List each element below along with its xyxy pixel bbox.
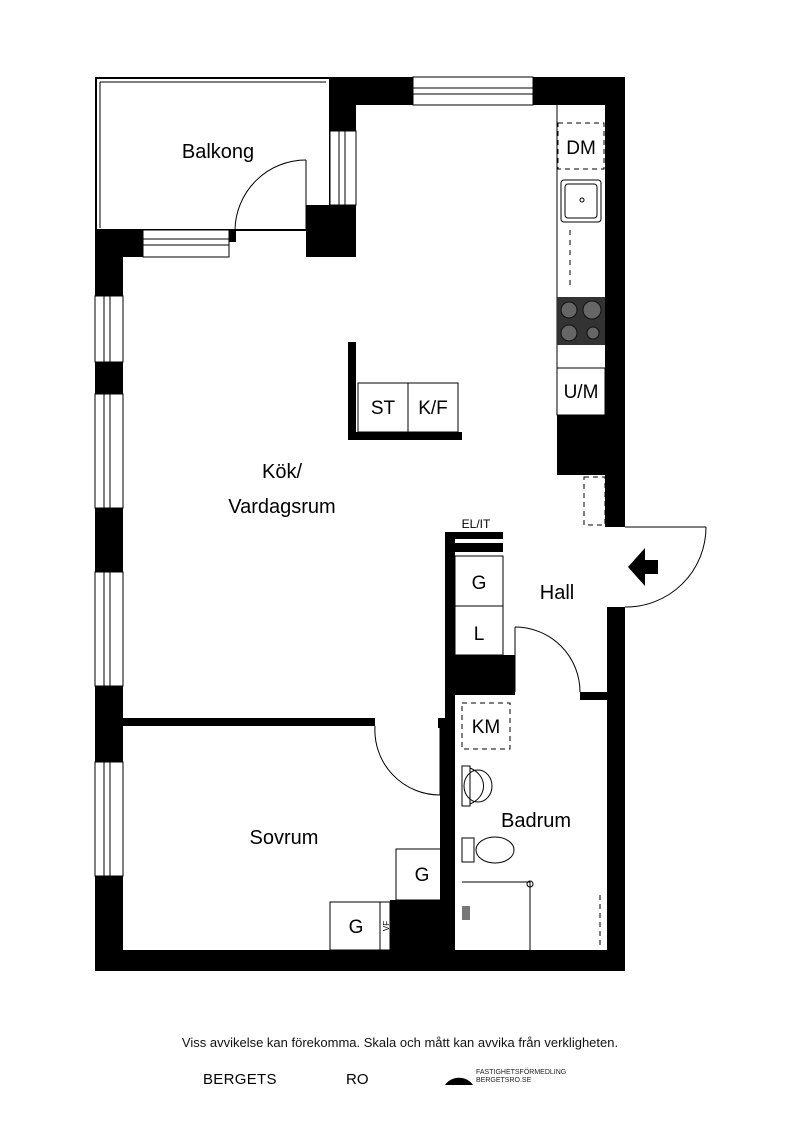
sink-icon — [461, 765, 493, 807]
fixture-kf: K/F — [418, 398, 448, 419]
toilet-icon — [461, 836, 515, 864]
kitchen-counter — [556, 105, 605, 415]
entrance-arrow-icon — [628, 548, 658, 586]
fixture-km: KM — [472, 717, 501, 738]
room-label-hall: Hall — [540, 582, 574, 604]
brand-left: BERGETS — [203, 1071, 277, 1088]
fixture-vf: VF — [382, 921, 391, 931]
walls — [95, 77, 625, 971]
fixture-dm: DM — [566, 138, 596, 159]
room-label-living: Vardagsrum — [228, 496, 335, 518]
agency-logo-icon — [445, 1077, 473, 1085]
agency-line-2: BERGETSRO.SE — [476, 1077, 532, 1084]
room-label-kitchen: Kök/ — [262, 461, 302, 483]
fixture-l: L — [474, 624, 485, 645]
room-label-bathroom: Badrum — [501, 810, 571, 832]
fixture-elit: EL/IT — [462, 517, 491, 531]
fixture-g-bed-1: G — [415, 865, 430, 886]
room-label-balcony: Balkong — [182, 141, 254, 163]
agency-line-1: FASTIGHETSFÖRMEDLING — [476, 1069, 567, 1076]
doors[interactable] — [234, 159, 707, 796]
stove-icon — [557, 297, 605, 345]
brand-right: RO — [346, 1071, 369, 1088]
fixture-g-bed-2: G — [349, 917, 364, 938]
agency-text: FASTIGHETSFÖRMEDLING BERGETSRO.SE — [476, 1069, 566, 1085]
fixture-st: ST — [371, 398, 396, 419]
room-label-bedroom: Sovrum — [250, 827, 319, 849]
windows — [94, 76, 534, 877]
fixture-g-hall: G — [472, 573, 487, 594]
disclaimer-text: Viss avvikelse kan förekomma. Skala och … — [181, 1035, 619, 1050]
fixture-um: U/M — [564, 382, 599, 403]
